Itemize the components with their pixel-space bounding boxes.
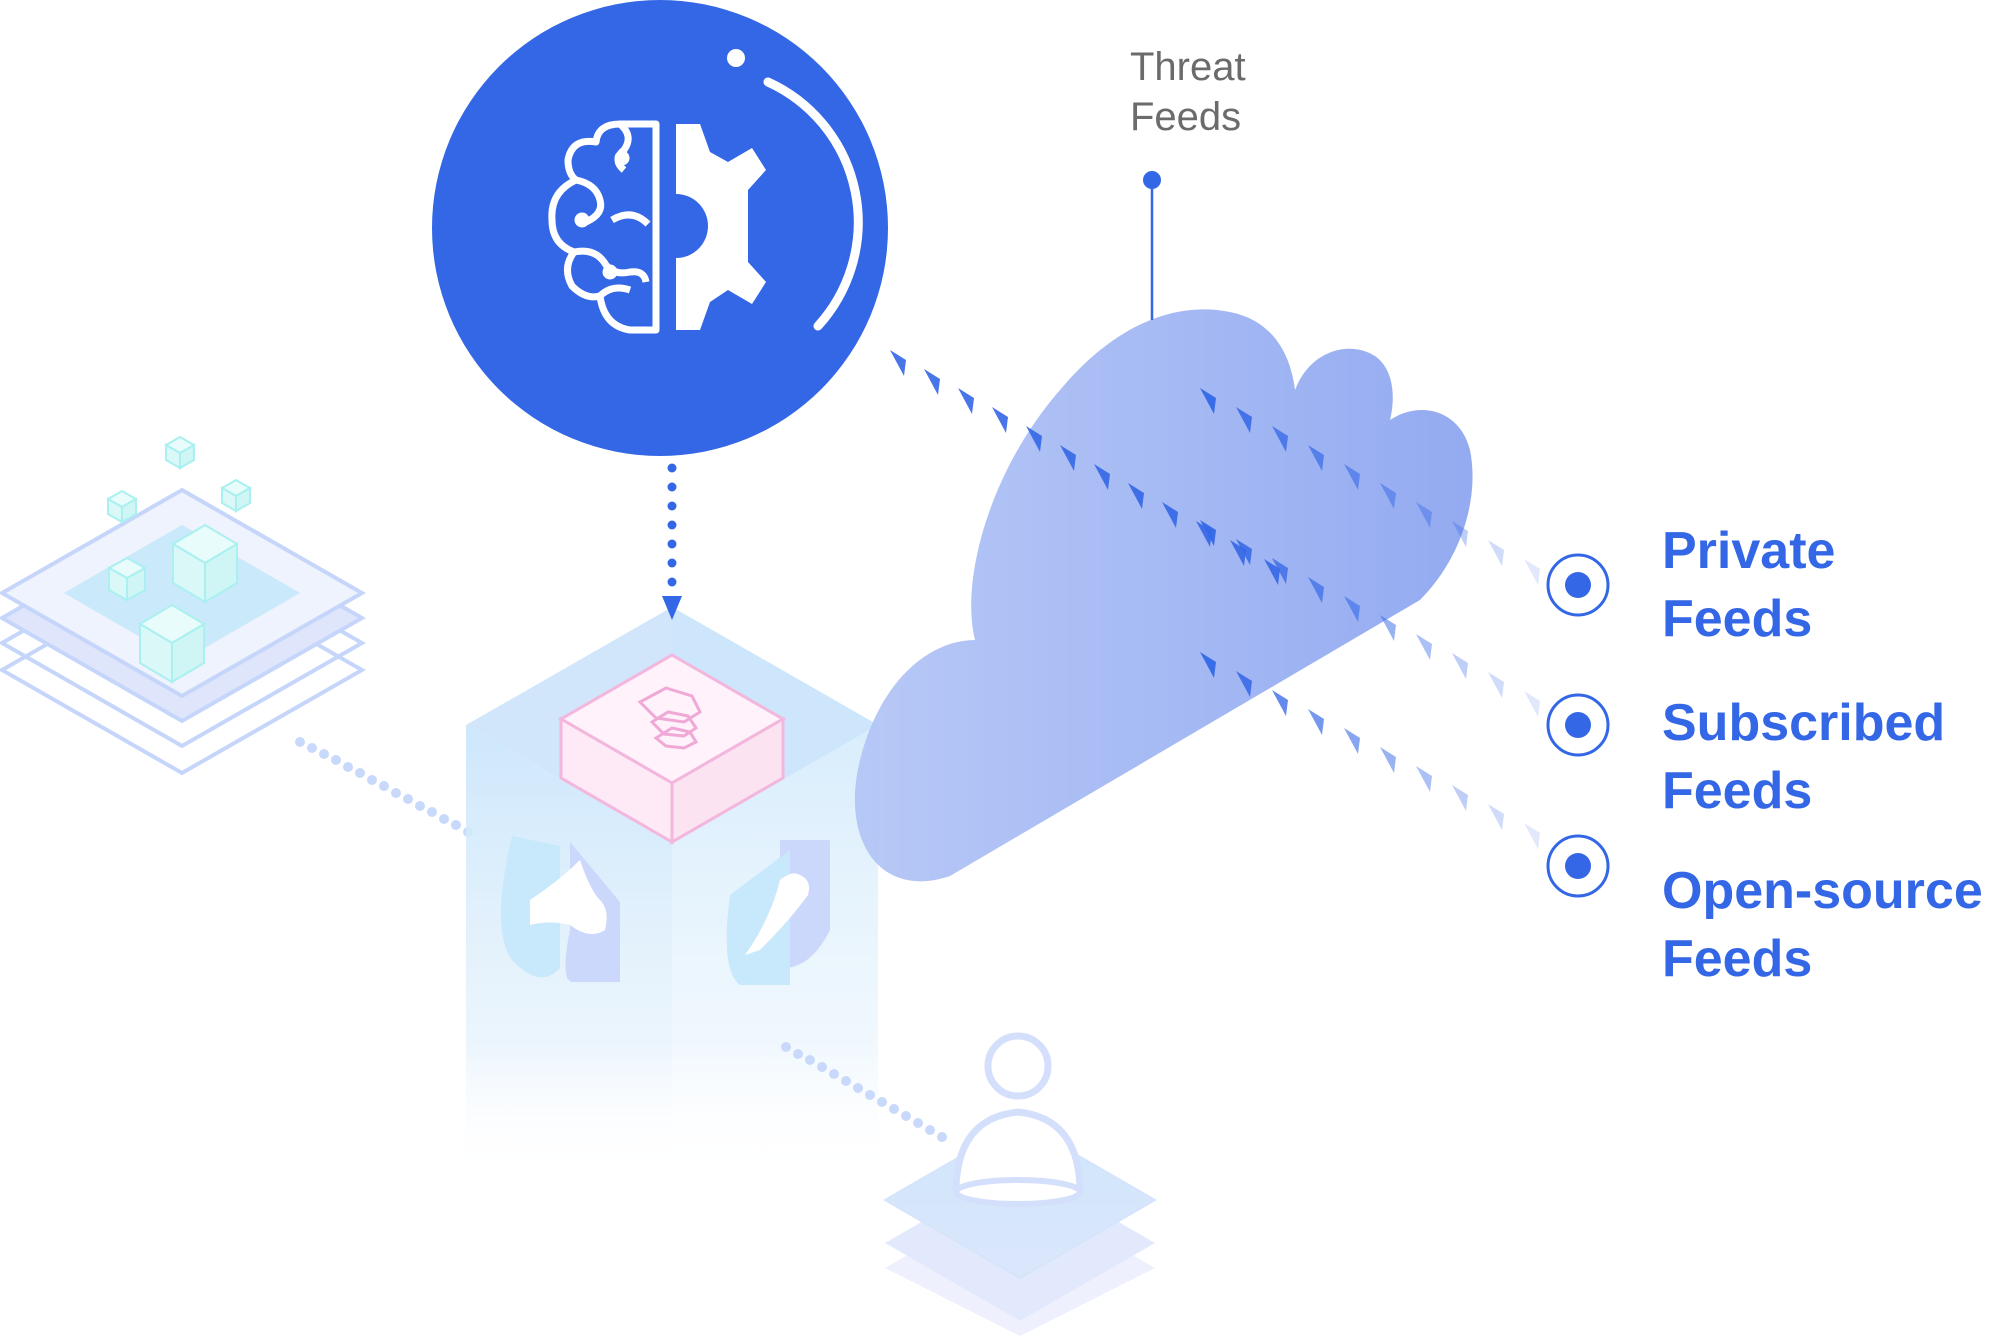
flow-arrow-icon: [1162, 502, 1178, 528]
feed-item-open-source: Open-source Feeds: [1546, 834, 1983, 988]
flow-arrow-icon: [1128, 483, 1144, 509]
tower: [466, 607, 878, 1180]
flow-arrow-icon: [1524, 691, 1540, 717]
flow-arrow-icon: [1344, 464, 1360, 490]
flow-arrow-icon: [1200, 652, 1216, 678]
flow-arrow-icon: [1308, 577, 1324, 603]
flow-arrow-icon: [1344, 728, 1360, 754]
flow-arrow-icon: [1452, 785, 1468, 811]
flow-arrow-icon: [1488, 672, 1504, 698]
flow-arrow-icon: [1272, 426, 1288, 452]
brain-circle: [432, 0, 888, 456]
flow-arrow-icon: [1236, 671, 1252, 697]
flow-arrow-icon: [1416, 766, 1432, 792]
radio-dot-icon: [1565, 853, 1591, 879]
flow-arrow-icon: [1196, 521, 1212, 547]
feed-label-line1: Private: [1662, 522, 1835, 580]
flow-arrow-icon: [1416, 502, 1432, 528]
flow-arrow-icon: [1488, 804, 1504, 830]
connector-dots-down: [662, 463, 682, 620]
shield-icon: [501, 836, 620, 982]
flow-arrow-icon: [1272, 558, 1288, 584]
flow-arrow-icon: [1200, 388, 1216, 414]
feed-label-line1: Subscribed: [1662, 694, 1945, 752]
flow-arrow-icon: [1416, 634, 1432, 660]
core-box: [557, 653, 787, 845]
flow-arrow-icon: [1380, 483, 1396, 509]
flow-arrow-icon: [958, 388, 974, 414]
feed-item-private: Private Feeds: [1546, 522, 1835, 648]
connector-dots-left: [295, 737, 473, 837]
flow-arrow-icon: [1230, 540, 1246, 566]
shield-icon: [726, 840, 830, 985]
cube-icon: [105, 435, 253, 684]
flow-arrow-icon: [1308, 445, 1324, 471]
flow-arrow-icon: [890, 350, 906, 376]
user-icon: [952, 1032, 1084, 1207]
flow-arrow-icon: [1452, 521, 1468, 547]
flow-arrow-icon: [1344, 596, 1360, 622]
flow-arrow-icon: [1060, 445, 1076, 471]
cloud-icon: [854, 309, 1473, 882]
threat-feeds-label: Threat: [1130, 45, 1246, 89]
threat-feeds-label: Feeds: [1130, 95, 1241, 139]
flow-arrow-icon: [1488, 540, 1504, 566]
flow-arrow-icon: [1380, 747, 1396, 773]
flow-arrow-icon: [1026, 426, 1042, 452]
hexagon-layers-icon: [637, 686, 702, 750]
flow-arrow-icon: [1524, 823, 1540, 849]
feed-arrow-streams: [890, 350, 1540, 849]
gear-icon: [676, 124, 766, 330]
flow-arrow-icon: [1452, 653, 1468, 679]
flow-arrow-icon: [1236, 539, 1252, 565]
flow-arrow-icon: [1380, 615, 1396, 641]
feed-label-line2: Feeds: [1662, 930, 1812, 988]
feed-label-line1: Open-source: [1662, 862, 1983, 920]
brain-gear-icon: [548, 120, 660, 334]
feed-label-line2: Feeds: [1662, 762, 1812, 820]
radio-dot-icon: [1565, 572, 1591, 598]
flow-arrow-icon: [1308, 709, 1324, 735]
flow-arrow-icon: [1524, 559, 1540, 585]
flow-arrow-icon: [1200, 520, 1216, 546]
flow-arrow-icon: [1264, 559, 1280, 585]
feed-item-subscribed: Subscribed Feeds: [1546, 693, 1945, 820]
radio-dot-icon: [1565, 712, 1591, 738]
flow-arrow-icon: [924, 369, 940, 395]
flow-arrow-icon: [992, 407, 1008, 433]
flow-arrow-icon: [1236, 407, 1252, 433]
connector-dots-user: [781, 1042, 947, 1142]
flow-arrow-icon: [1272, 690, 1288, 716]
feed-label-line2: Feeds: [1662, 590, 1812, 648]
flow-arrow-icon: [1094, 464, 1110, 490]
threat-feeds-pin: [1143, 171, 1161, 320]
arrow-down-icon: [662, 596, 682, 620]
